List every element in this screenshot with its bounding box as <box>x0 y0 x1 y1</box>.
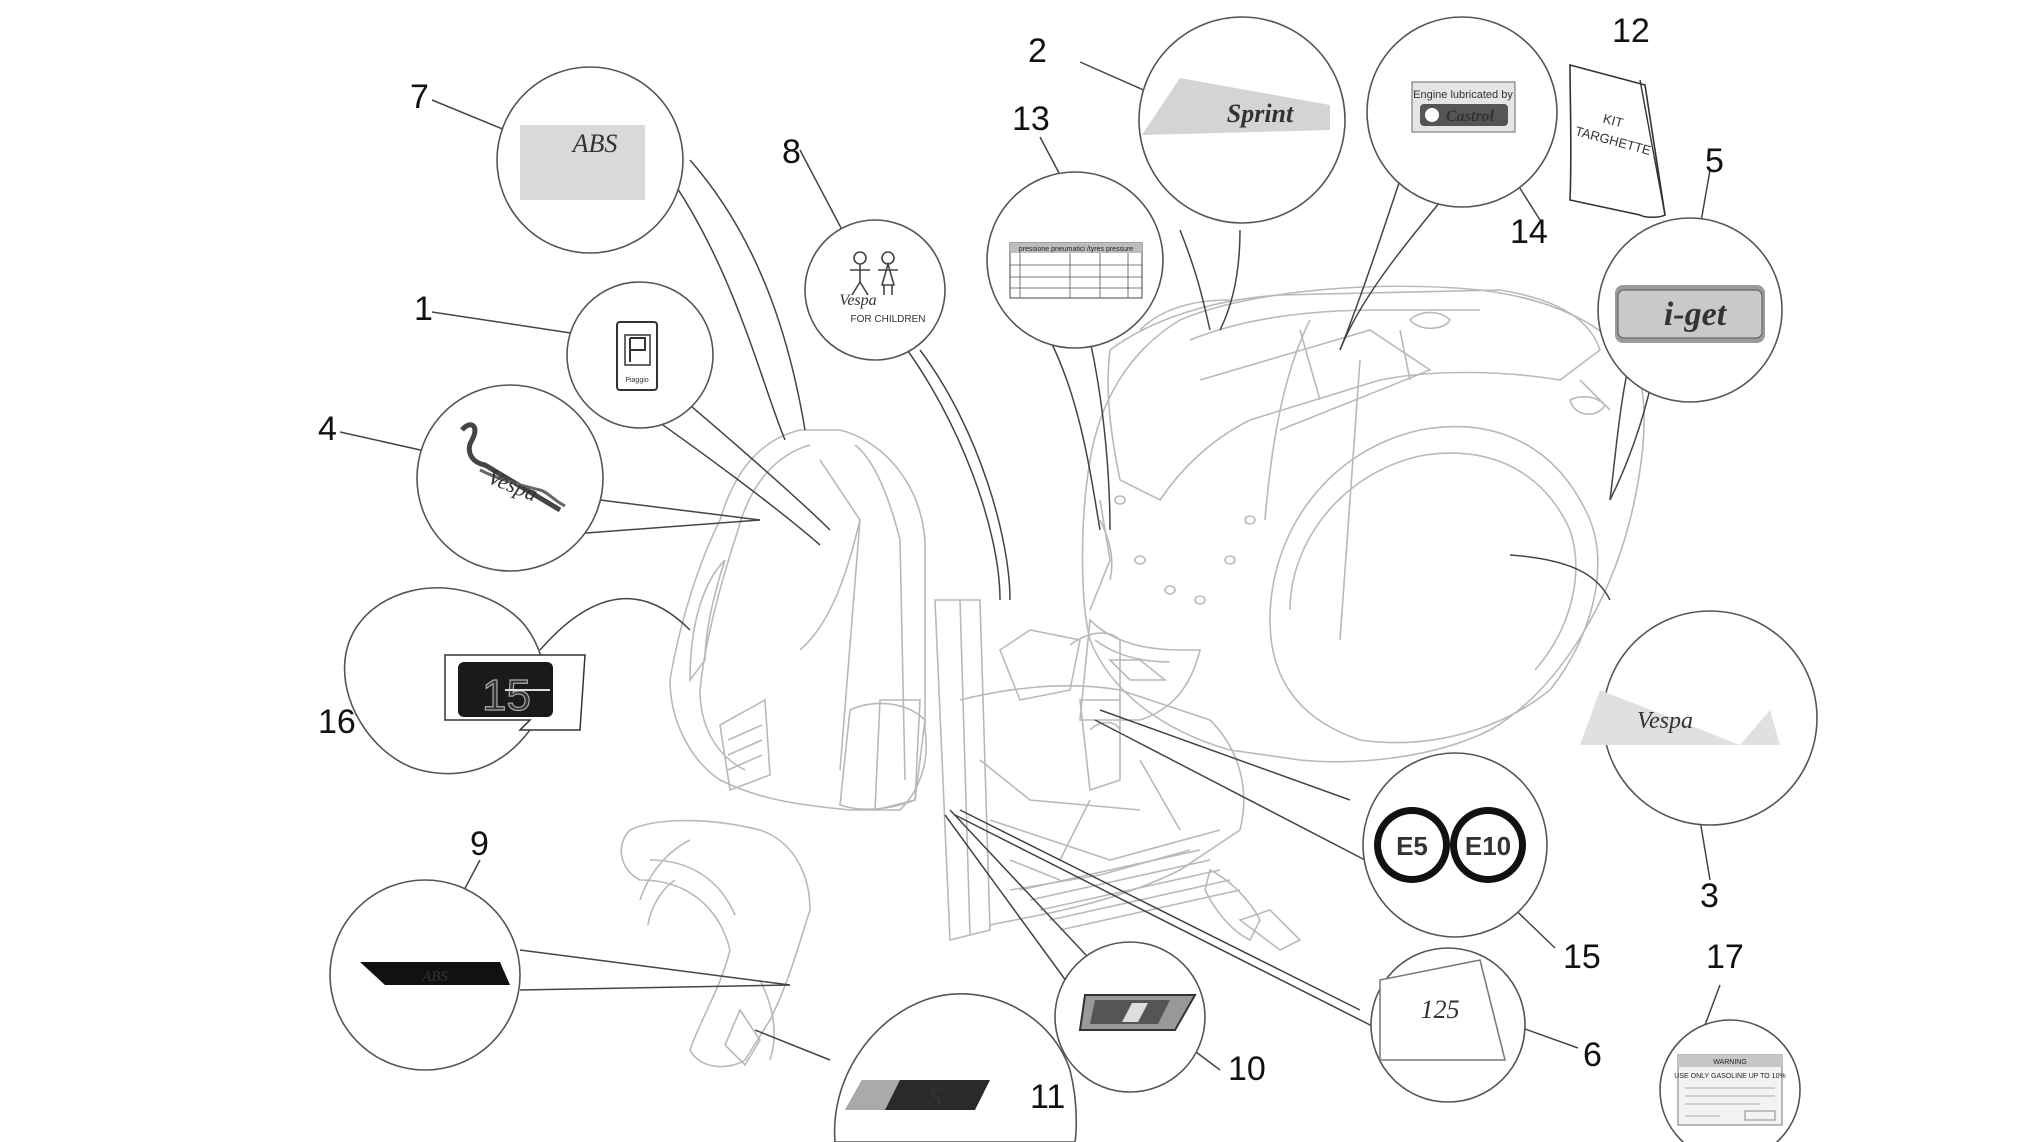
scooter-line-drawing <box>620 285 1645 1068</box>
callout-number-13: 13 <box>1012 100 1050 138</box>
callout-number-1: 1 <box>414 290 433 328</box>
label-6: 125 <box>1421 995 1460 1024</box>
callout-number-14: 14 <box>1510 213 1548 251</box>
callout-number-7: 7 <box>410 78 429 116</box>
label-9: ABS <box>421 969 448 985</box>
label-11: S <box>929 1083 942 1112</box>
callout-number-6: 6 <box>1583 1036 1602 1074</box>
callout-number-3: 3 <box>1700 877 1719 915</box>
callout-number-11: 11 <box>1030 1078 1065 1116</box>
callout-number-16: 16 <box>318 703 356 741</box>
callout-10 <box>1054 941 1206 1093</box>
children-figures-icon <box>850 251 898 296</box>
castrol-brand: Castrol <box>1446 108 1495 125</box>
abs-sticker-shape <box>520 125 645 200</box>
callout-number-5: 5 <box>1705 142 1724 180</box>
callout-11: S <box>833 993 1078 1142</box>
callout-number-2: 2 <box>1028 32 1047 70</box>
callout-number-8: 8 <box>782 133 801 171</box>
callout-numbers: 7 1 4 8 16 9 13 2 14 12 5 3 15 6 10 11 1… <box>318 12 1744 1116</box>
callout-number-12: 12 <box>1612 12 1650 50</box>
callout-number-10: 10 <box>1228 1050 1266 1088</box>
label-13: pressione pneumatici /tyres pressure <box>1019 246 1133 253</box>
callout-13: pressione pneumatici /tyres pressure <box>986 171 1164 349</box>
label-8: FOR CHILDREN <box>850 314 925 325</box>
callout-14: Engine lubricated by Castrol <box>1366 16 1558 208</box>
castrol-top-text: Engine lubricated by <box>1413 89 1513 101</box>
callout-number-15: 15 <box>1563 938 1601 976</box>
callout-16: 15 <box>343 587 586 775</box>
vespa-script-3: Vespa <box>1637 708 1693 734</box>
label-2: Sprint <box>1227 99 1294 128</box>
callout-12: KIT TARGHETTE <box>1569 63 1666 219</box>
callout-number-4: 4 <box>318 410 337 448</box>
tyre-table-grid <box>1010 253 1142 298</box>
vespa-children-brand: Vespa <box>839 292 876 309</box>
label-7: ABS <box>571 129 618 158</box>
callout-15: E5 E10 <box>1362 752 1548 938</box>
label-5: i-get <box>1664 296 1728 333</box>
badge-e5: E5 <box>1396 831 1428 861</box>
callout-2: Sprint <box>1138 16 1346 224</box>
callout-3: Vespa <box>1580 610 1818 826</box>
piaggio-text: Piaggio <box>625 377 648 384</box>
callout-17: WARNING USE ONLY GASOLINE UP TO 10% <box>1659 1019 1801 1142</box>
callout-5: i-get <box>1597 217 1783 403</box>
callout-1: Piaggio <box>566 281 714 429</box>
callout-7: ABS <box>496 66 684 254</box>
kit-line1: KIT <box>1601 111 1624 131</box>
warning-title: WARNING <box>1713 1059 1747 1066</box>
callout-6: 125 <box>1370 947 1526 1103</box>
label-16: 15 <box>482 671 531 720</box>
callout-4: Vespa <box>416 384 604 572</box>
callout-number-17: 17 <box>1706 938 1744 976</box>
badge-e10: E10 <box>1465 831 1511 861</box>
callout-8: Vespa FOR CHILDREN <box>804 219 946 361</box>
callout-number-9: 9 <box>470 825 489 863</box>
label-17: USE ONLY GASOLINE UP TO 10% <box>1674 1073 1785 1080</box>
callout-9: ABS <box>329 879 521 1071</box>
